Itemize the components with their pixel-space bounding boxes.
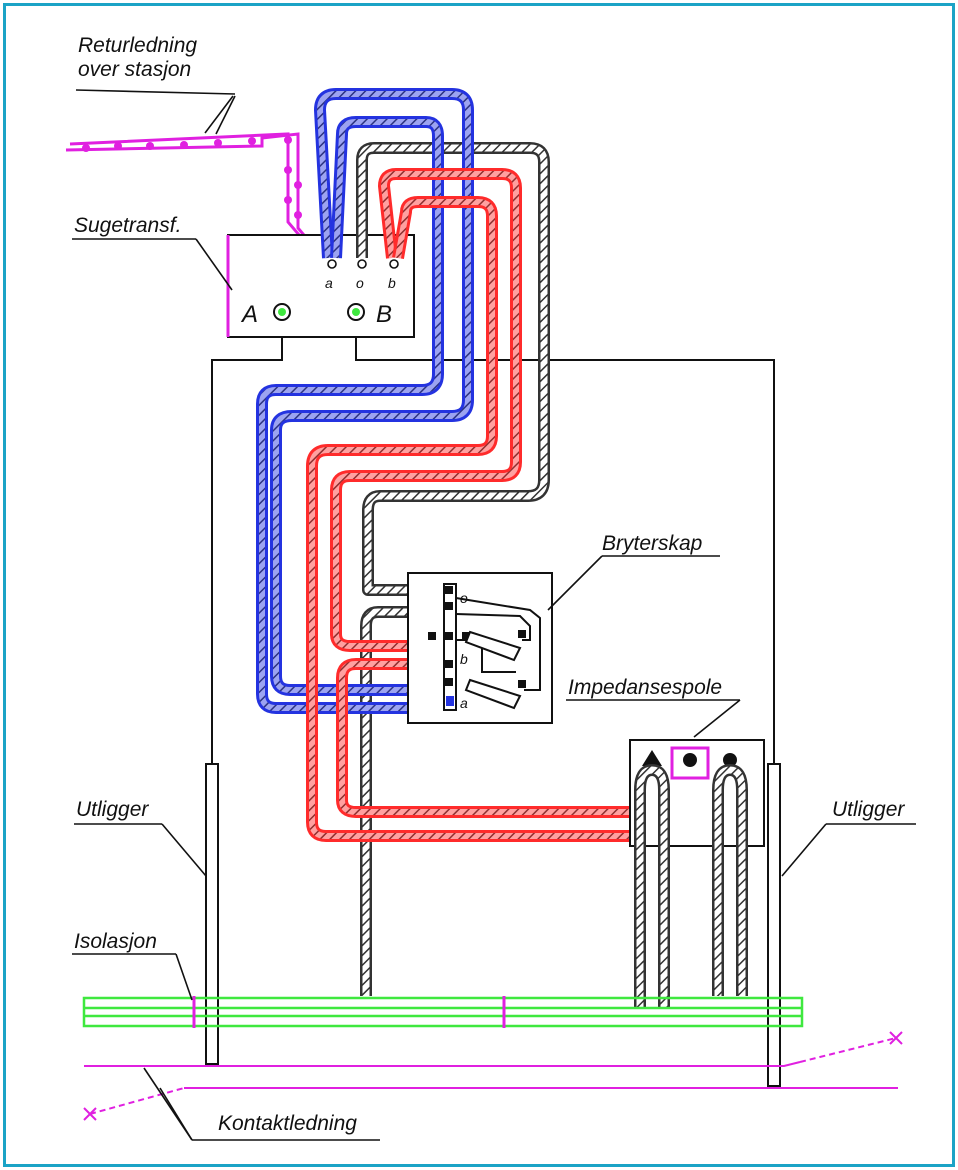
svg-text:over stasjon: over stasjon xyxy=(78,58,191,81)
impedance-coil xyxy=(566,699,765,1008)
contact-wire-label: Kontaktledning xyxy=(218,1112,357,1135)
svg-text:Returledning: Returledning xyxy=(78,34,197,57)
switch-cabinet-label: Bryterskap xyxy=(602,532,702,555)
term-a-label: a xyxy=(325,275,333,291)
cantilever-left-marker xyxy=(74,823,207,877)
return-line-label: Returledning over stasjon xyxy=(78,34,197,81)
cantilever-right-label: Utligger xyxy=(832,798,905,821)
rails xyxy=(82,996,804,1028)
contact-wire xyxy=(83,1031,903,1121)
suction-transformer xyxy=(72,234,415,338)
insulation-marker xyxy=(72,953,193,1001)
switch-cabinet xyxy=(407,555,720,724)
switch-b-label: b xyxy=(460,651,468,667)
insulation-label: Isolasjon xyxy=(74,930,157,953)
terminal-a-label: A xyxy=(240,301,258,328)
term-o-label: o xyxy=(356,275,364,291)
term-b-label: b xyxy=(388,275,396,291)
suction-transformer-label: Sugetransf. xyxy=(74,214,181,237)
black-cable xyxy=(356,142,550,996)
switch-a-label: a xyxy=(460,695,468,711)
cantilever-left-label: Utligger xyxy=(76,798,149,821)
blue-cable xyxy=(256,88,474,714)
terminal-b-label: B xyxy=(376,301,392,328)
red-cable xyxy=(306,168,702,842)
contact-wire-marker xyxy=(143,1067,380,1141)
impedance-coil-label: Impedansespole xyxy=(568,676,722,699)
cantilever-right-marker xyxy=(781,823,916,877)
switch-o-label: o xyxy=(460,590,468,606)
